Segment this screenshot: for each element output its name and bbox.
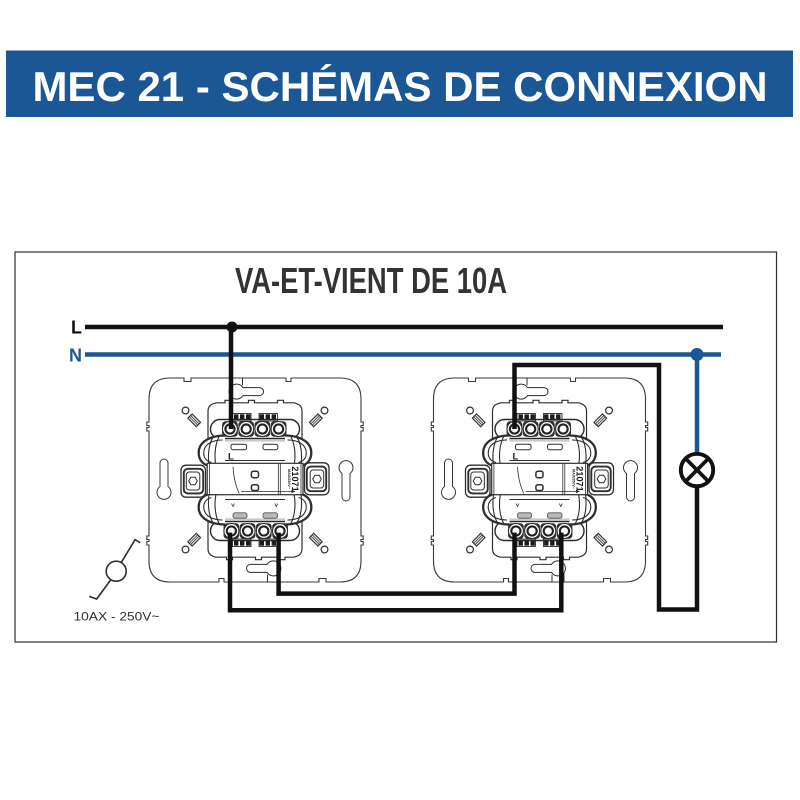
svg-text:MEC 21 - SCHÉMAS DE CONNEXION: MEC 21 - SCHÉMAS DE CONNEXION — [32, 63, 767, 110]
svg-text:10AX - 250V~: 10AX - 250V~ — [74, 610, 160, 624]
svg-text:L: L — [71, 318, 82, 338]
svg-text:VA-ET-VIENT DE 10A: VA-ET-VIENT DE 10A — [235, 260, 507, 301]
svg-text:N: N — [69, 346, 82, 366]
